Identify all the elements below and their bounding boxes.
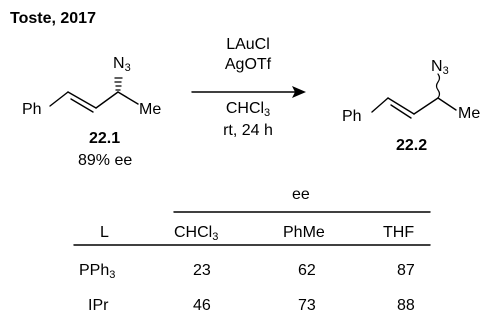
reactant-bond-ph [49, 91, 69, 107]
reactant-me-label: Me [139, 101, 162, 118]
product-bond-c [413, 97, 439, 115]
product-me-label: Me [458, 105, 481, 122]
reactant-number: 22.1 [89, 130, 121, 147]
table-group-header: ee [292, 186, 310, 203]
reactant-bond-me [117, 91, 139, 105]
table-cell: 46 [193, 297, 211, 314]
table-col-phme: PhMe [283, 224, 325, 241]
table-row-ligand: IPr [88, 297, 109, 314]
reactant-n3-label: N3 [113, 55, 131, 74]
product-double-bond-1 [387, 97, 415, 115]
product-n3-label: N3 [431, 58, 449, 77]
condition-catalyst: LAuCl [226, 36, 270, 53]
reaction-arrow-head [292, 86, 306, 98]
condition-temp-time: rt, 24 h [223, 122, 273, 139]
product-double-bond-2 [390, 104, 412, 119]
scheme-title: Toste, 2017 [10, 10, 96, 27]
product-bond-ph [371, 97, 389, 113]
product-ph-label: Ph [342, 108, 362, 125]
reactant-bond-c [95, 91, 119, 109]
reactant-ee: 89% ee [78, 152, 133, 169]
table-cell: 73 [298, 297, 316, 314]
table-row-ligand: PPh3 [79, 262, 116, 281]
table-col-l: L [100, 224, 109, 241]
condition-additive: AgOTf [224, 56, 272, 73]
table-cell: 87 [397, 262, 415, 279]
table-cell: 23 [193, 262, 211, 279]
product-number: 22.2 [396, 137, 428, 154]
product-bond-me [437, 97, 457, 111]
reactant-ph-label: Ph [22, 101, 42, 118]
table-cell: 62 [298, 262, 316, 279]
reactant-double-bond-1 [67, 91, 97, 109]
reactant-hashed-bond [114, 77, 123, 91]
product-wavy-bond [435, 73, 441, 99]
table-cell: 88 [397, 297, 415, 314]
reactant-double-bond-2 [70, 98, 94, 113]
table-col-chcl3: CHCl3 [174, 224, 219, 243]
condition-solvent: CHCl3 [225, 100, 271, 119]
table-col-thf: THF [383, 224, 415, 241]
